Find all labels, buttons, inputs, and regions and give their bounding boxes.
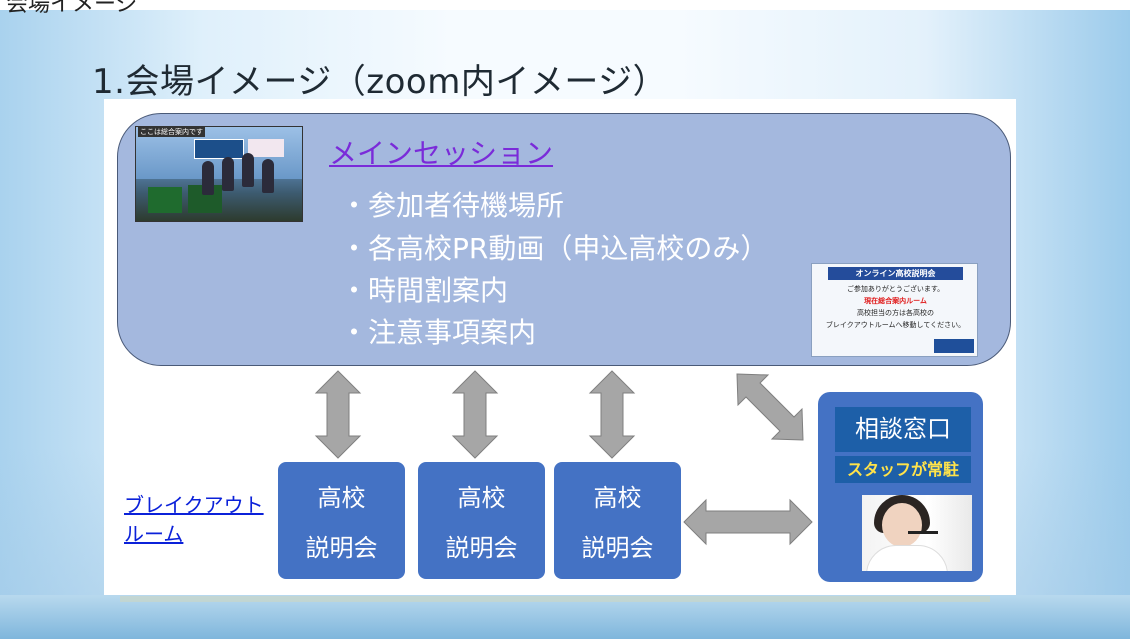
double-arrow-diagonal	[736, 373, 804, 441]
card-line: ご参加ありがとうございます。	[846, 285, 945, 293]
bullet-pr-video: ・各高校PR動画（申込高校のみ）	[340, 232, 769, 265]
card-header: オンライン高校説明会	[828, 267, 963, 280]
main-session-thumbnail: ここは総合案内です	[135, 126, 303, 222]
school-box-line1: 高校	[317, 484, 366, 512]
card-line: ブレイクアウトルームへ移動してください。	[825, 321, 966, 329]
thumbnail-person	[222, 157, 234, 191]
operator-face	[882, 503, 922, 547]
double-arrow-vertical	[314, 370, 362, 459]
breakout-room-link-line2[interactable]: ルーム	[124, 522, 184, 546]
top-strip	[0, 0, 1130, 10]
double-arrow-horizontal	[683, 498, 813, 546]
main-session-link[interactable]: メインセッション	[329, 137, 554, 170]
background-band	[0, 595, 1130, 639]
thumbnail-person	[262, 159, 274, 193]
school-briefing-box: 高校 説明会	[554, 462, 681, 579]
school-briefing-box: 高校 説明会	[278, 462, 405, 579]
school-briefing-box: 高校 説明会	[418, 462, 545, 579]
staff-present-label: スタッフが常駐	[835, 456, 971, 483]
double-arrow-vertical	[588, 370, 636, 459]
thumbnail-person	[202, 161, 214, 195]
bullet-notices: ・注意事項案内	[340, 316, 537, 349]
thumbnail-label: ここは総合案内です	[138, 127, 205, 137]
school-box-line1: 高校	[593, 484, 642, 512]
card-logo	[934, 339, 974, 353]
breakout-room-link[interactable]: ブレイクアウト	[124, 493, 264, 517]
card-line-red: 現在総合案内ルーム	[864, 297, 927, 305]
slide-title: 1.会場イメージ（zoom内イメージ）	[92, 62, 668, 102]
bullet-waiting-area: ・参加者待機場所	[340, 189, 565, 222]
headset-mic-icon	[908, 531, 938, 534]
thumbnail-sign	[194, 139, 244, 159]
background-stripe	[120, 596, 990, 602]
school-box-line2: 説明会	[305, 534, 378, 562]
operator-photo	[862, 495, 972, 571]
top-cut-title: 会場イメージ	[6, 0, 138, 17]
double-arrow-vertical	[451, 370, 499, 459]
thumbnail-case	[148, 187, 182, 213]
bullet-timetable: ・時間割案内	[340, 274, 509, 307]
consultation-title: 相談窓口	[835, 407, 971, 452]
online-briefing-card: オンライン高校説明会 ご参加ありがとうございます。 現在総合案内ルーム 高校担当…	[811, 263, 978, 357]
operator-body	[866, 545, 948, 571]
school-box-line2: 説明会	[445, 534, 518, 562]
thumbnail-sign-2	[248, 139, 284, 157]
school-box-line1: 高校	[457, 484, 506, 512]
thumbnail-person	[242, 153, 254, 187]
card-line: 高校担当の方は各高校の	[857, 309, 934, 317]
school-box-line2: 説明会	[581, 534, 654, 562]
